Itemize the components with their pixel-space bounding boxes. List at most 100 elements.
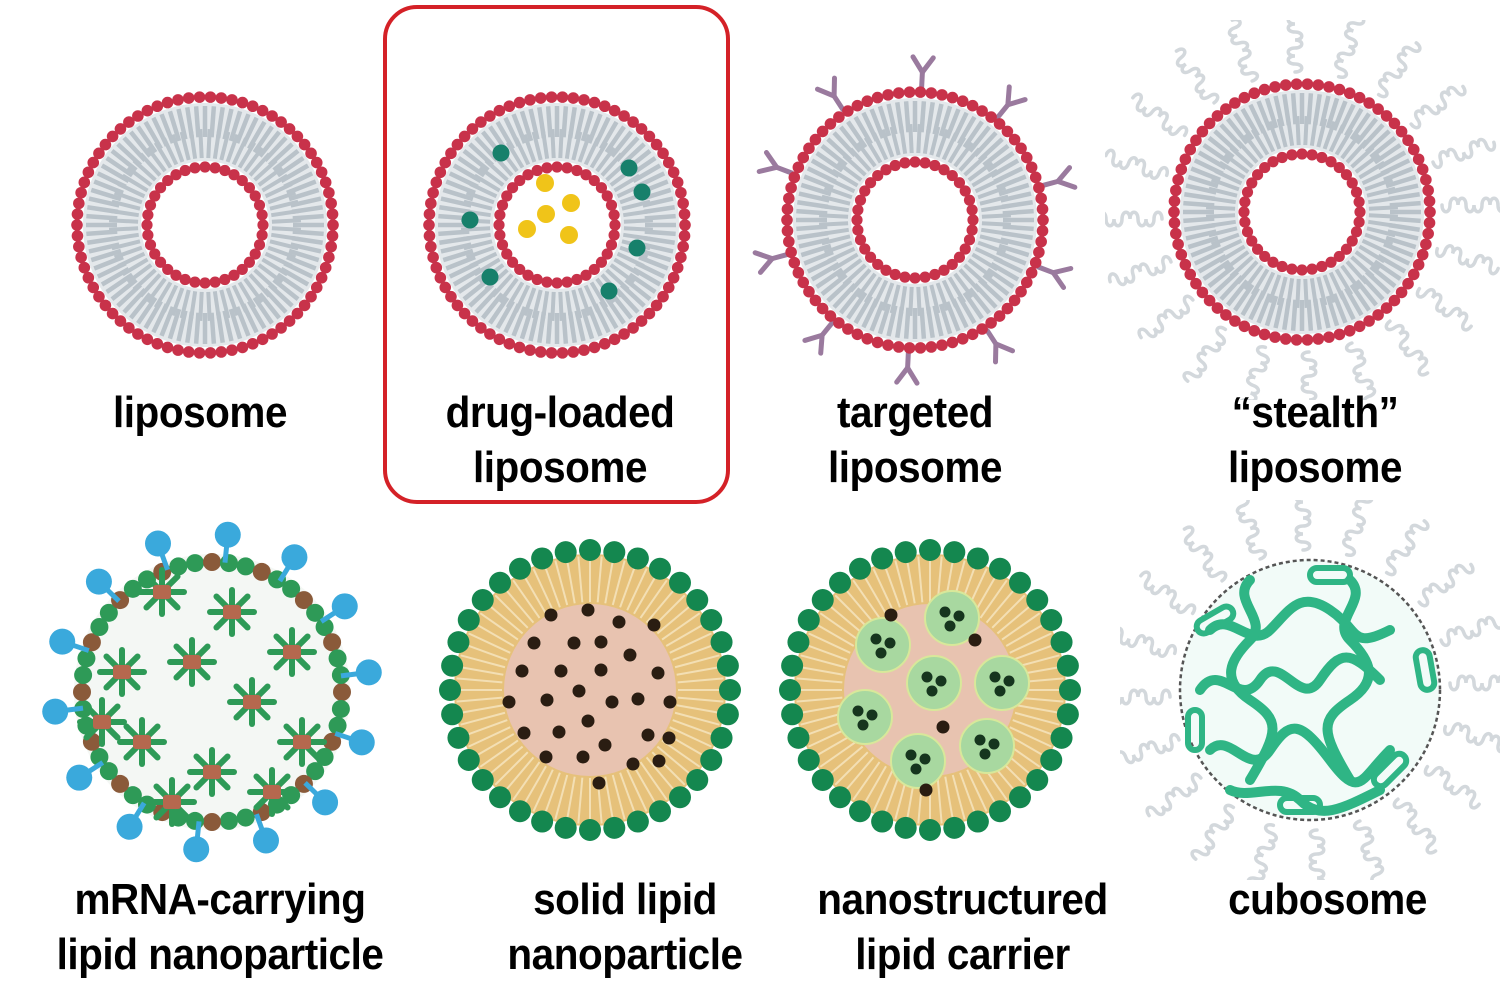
lipid-head bbox=[447, 631, 470, 654]
lipid-tail bbox=[463, 719, 508, 737]
lipid-tail bbox=[800, 182, 832, 197]
lipid-head bbox=[781, 225, 794, 237]
lipid-tail bbox=[797, 704, 844, 715]
lipid-tail bbox=[540, 129, 550, 160]
lipid-tail bbox=[944, 776, 955, 823]
lipid-head bbox=[993, 118, 1006, 130]
lipid-head bbox=[668, 786, 691, 809]
lipid-tail bbox=[604, 776, 615, 823]
lipid-tail bbox=[473, 173, 501, 193]
lipid-head bbox=[1333, 161, 1345, 174]
lipid-head bbox=[785, 181, 797, 194]
lipid-head bbox=[993, 310, 1006, 322]
lipid-tail bbox=[136, 296, 158, 325]
lipid-tail bbox=[1218, 160, 1246, 180]
lipid-head bbox=[1033, 246, 1045, 259]
lipid-tail bbox=[90, 187, 122, 202]
lipid-shell bbox=[333, 683, 351, 701]
lipid-tail bbox=[117, 251, 146, 268]
lipid-tail bbox=[917, 556, 924, 603]
lipid-head bbox=[783, 235, 795, 248]
lipid-head bbox=[609, 219, 621, 231]
lipid-tail bbox=[941, 279, 958, 308]
solid-lipid-nanoparticle-illustration bbox=[439, 539, 741, 841]
lipid-head bbox=[1312, 333, 1325, 345]
lipid-tail bbox=[945, 301, 961, 332]
lipid-head bbox=[943, 816, 966, 839]
lipid-head bbox=[919, 819, 941, 841]
lipid-tail bbox=[1350, 146, 1375, 169]
lipid-head bbox=[458, 130, 471, 143]
lipid-tail bbox=[1366, 186, 1396, 198]
lipid-tail bbox=[1206, 205, 1236, 211]
antibody-arm bbox=[1050, 270, 1067, 291]
drug-molecule bbox=[979, 748, 991, 760]
lipid-head bbox=[82, 271, 95, 284]
lipid-tail bbox=[796, 677, 843, 684]
label-mrna-lnp: mRNA-carrying lipid nanoparticle bbox=[56, 875, 384, 979]
hydrophobic-drug bbox=[600, 282, 618, 300]
solid-lipid-core bbox=[504, 604, 676, 776]
lipid-head bbox=[1279, 79, 1292, 91]
lipid-tail bbox=[237, 141, 257, 169]
lipid-tail bbox=[503, 586, 535, 624]
lipid-head bbox=[571, 273, 583, 286]
lipid-tail bbox=[1361, 238, 1390, 255]
lipid-tail bbox=[153, 141, 173, 169]
lipid-tail bbox=[93, 255, 124, 271]
lipid-tail bbox=[162, 137, 179, 166]
lipid-head bbox=[809, 133, 822, 146]
lipid-tail bbox=[577, 133, 592, 163]
lipid-tail bbox=[626, 568, 648, 611]
lipid-tail bbox=[827, 177, 856, 194]
lipid-head bbox=[447, 726, 470, 749]
peg-chain bbox=[1442, 722, 1500, 754]
lipid-head bbox=[1402, 277, 1414, 290]
lipid-head bbox=[871, 547, 894, 570]
peg-chain bbox=[1448, 674, 1500, 692]
lipid-tail bbox=[1354, 153, 1381, 174]
lipid-tail bbox=[209, 312, 217, 344]
lipid-head bbox=[189, 162, 201, 174]
lipid-tail bbox=[862, 573, 887, 615]
lipid-tail bbox=[445, 255, 476, 271]
lipid-tail bbox=[1385, 174, 1417, 189]
lipid-tail bbox=[604, 557, 615, 604]
lipid-tail bbox=[1236, 139, 1259, 164]
lipid-tail bbox=[132, 268, 157, 291]
lipid-head bbox=[1168, 195, 1181, 207]
lipid-tail bbox=[561, 106, 569, 138]
lipid-head bbox=[209, 276, 221, 288]
lipid-channel bbox=[1195, 652, 1385, 695]
lipid-tail bbox=[126, 263, 153, 284]
lipid-head bbox=[1040, 749, 1063, 771]
lipid-head bbox=[534, 92, 547, 104]
lipid-head bbox=[249, 248, 261, 260]
lipid-head bbox=[1286, 149, 1298, 161]
lipid-head bbox=[199, 161, 211, 173]
lipid-head bbox=[423, 230, 436, 242]
lipid-head bbox=[966, 99, 979, 112]
lipid-head bbox=[880, 164, 892, 176]
lipid-head bbox=[787, 726, 810, 749]
drug-molecules bbox=[461, 144, 651, 300]
lipid-head bbox=[1059, 679, 1081, 701]
lipid-head bbox=[457, 609, 480, 631]
lipid-tail bbox=[872, 279, 889, 308]
lipid-head bbox=[1420, 173, 1432, 186]
lipid-head bbox=[677, 197, 689, 210]
lipid-head bbox=[608, 104, 621, 117]
lipid-tail bbox=[803, 250, 834, 266]
lipid-tail bbox=[998, 243, 1030, 258]
lipid-head bbox=[792, 161, 805, 174]
lipid-channel-loop bbox=[1412, 647, 1438, 693]
lipid-head bbox=[182, 92, 195, 104]
lipid-head bbox=[219, 164, 231, 177]
lipid-head bbox=[1008, 786, 1031, 809]
lipid-tail bbox=[836, 258, 863, 279]
lipid-head bbox=[524, 94, 536, 106]
lipid-tail bbox=[623, 226, 653, 232]
lipid-tail bbox=[846, 120, 868, 149]
lipid-tail bbox=[982, 144, 1010, 167]
lipid-tail bbox=[967, 161, 994, 182]
